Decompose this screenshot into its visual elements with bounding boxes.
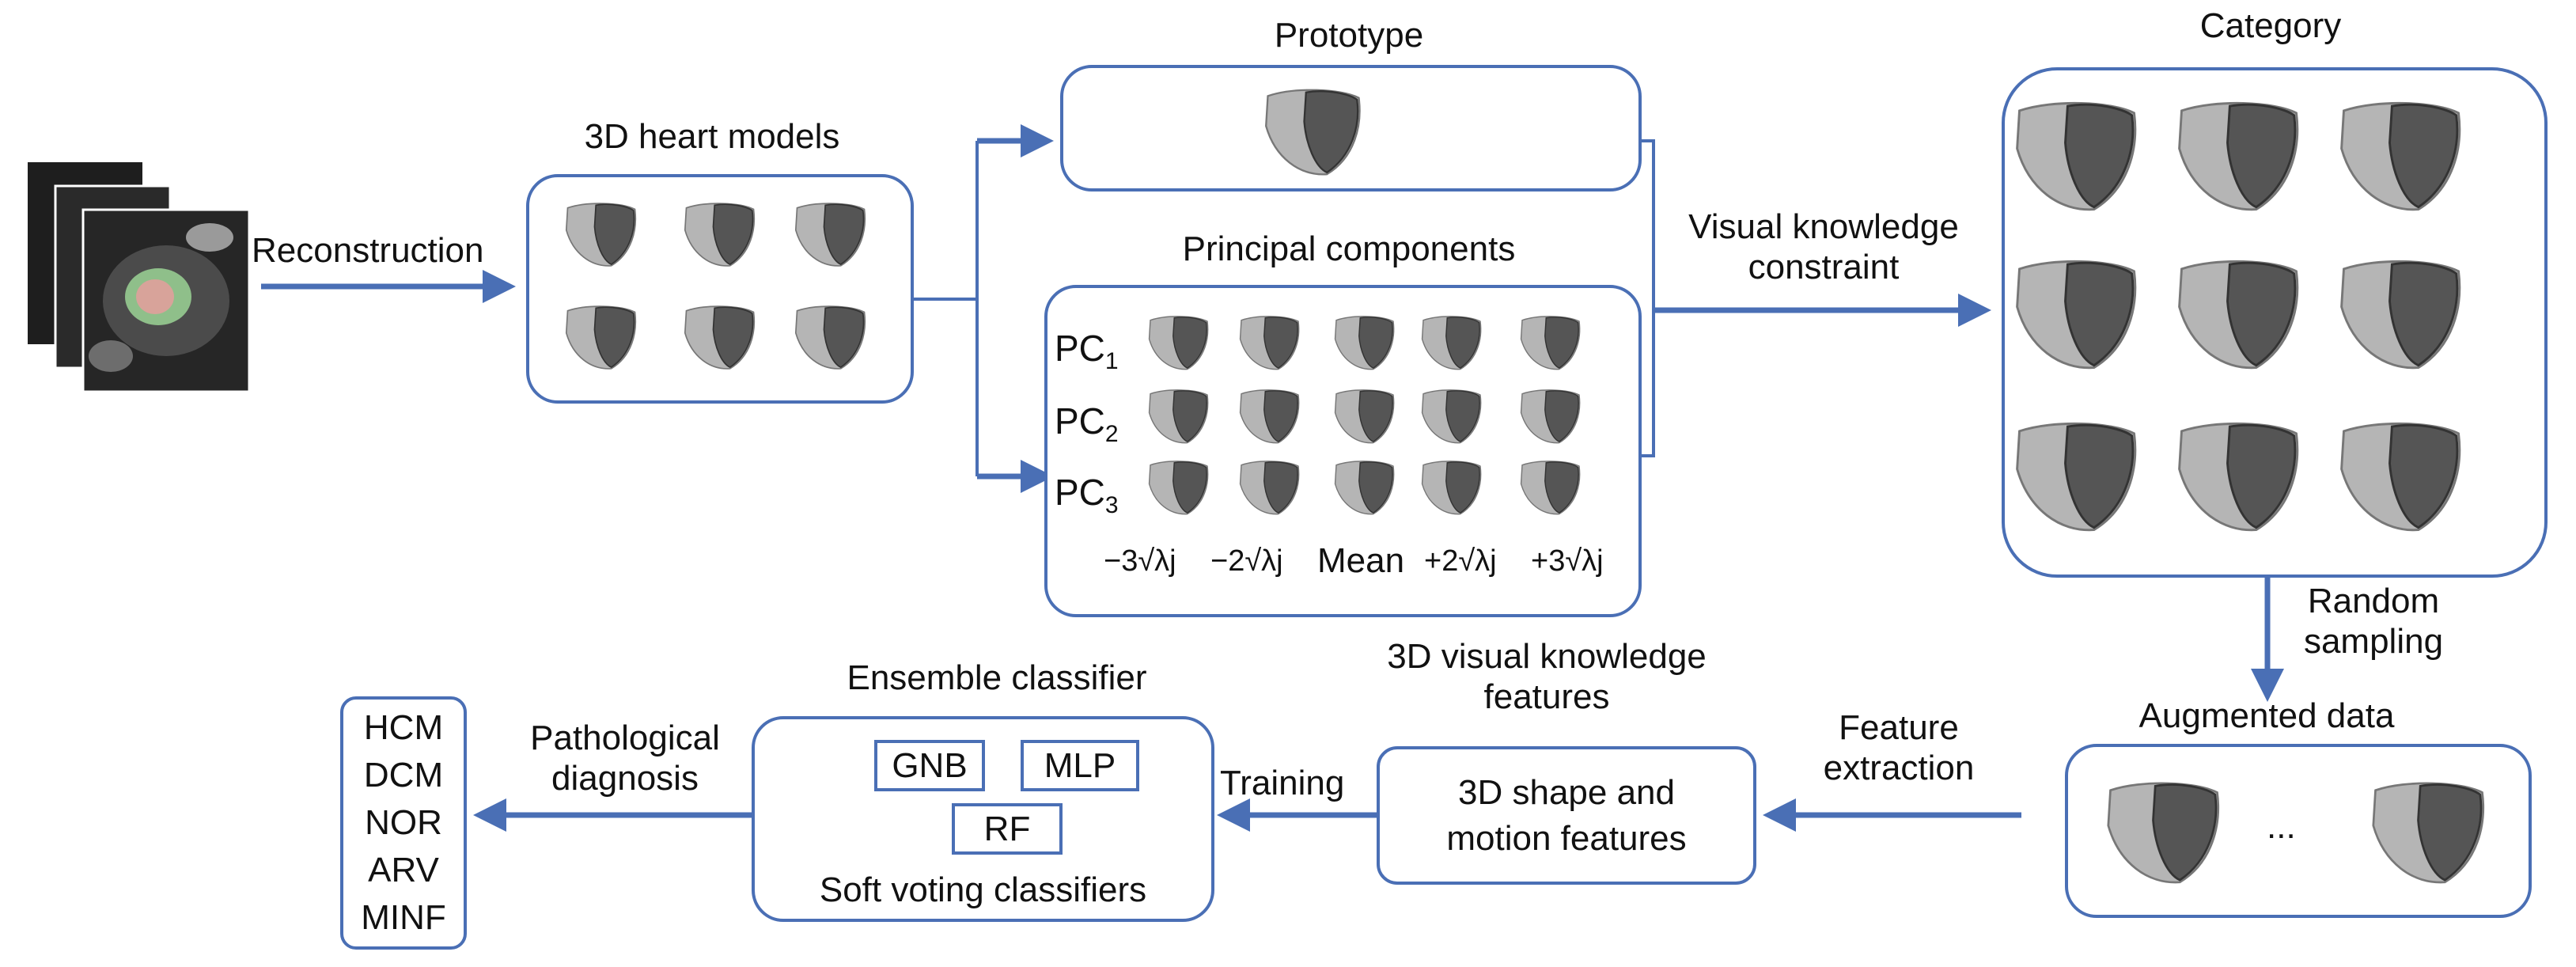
heart-model-3-icon	[794, 203, 866, 267]
label-category: Category	[2199, 6, 2342, 45]
diagnosis-list: HCM DCM NOR ARV MINF	[340, 704, 467, 942]
augmented-heart-1-icon	[2107, 782, 2220, 884]
label-principal-components: Principal components	[1182, 229, 1516, 268]
heart-model-2-icon	[684, 203, 756, 267]
pc2-heart-4-icon	[1421, 389, 1482, 444]
shape-motion-line-2: motion features	[1446, 818, 1687, 858]
category-heart-7-icon	[2016, 422, 2137, 532]
prototype-heart-icon	[1265, 89, 1361, 176]
pc3-heart-4-icon	[1421, 461, 1482, 515]
augmented-ellipsis: ...	[2267, 807, 2296, 846]
pc1-heart-2-icon	[1239, 316, 1300, 370]
category-heart-8-icon	[2178, 422, 2299, 532]
category-heart-1-icon	[2016, 101, 2137, 211]
category-heart-5-icon	[2178, 260, 2299, 370]
pc3-heart-2-icon	[1239, 461, 1300, 515]
pca-coef-minus2: −2√λj	[1210, 544, 1283, 578]
category-heart-9-icon	[2340, 422, 2461, 532]
diagnosis-minf: MINF	[361, 898, 446, 937]
pc-row-label-2: PC2	[1055, 400, 1119, 448]
label-heart-models: 3D heart models	[584, 117, 840, 156]
pc3-heart-5-icon	[1520, 461, 1581, 515]
label-pathological-diagnosis: Pathological diagnosis	[530, 719, 720, 798]
pc1-heart-3-icon	[1334, 316, 1395, 370]
pc2-heart-2-icon	[1239, 389, 1300, 444]
pca-coef-mean: Mean	[1317, 541, 1405, 580]
pc2-heart-5-icon	[1520, 389, 1581, 444]
label-reconstruction: Reconstruction	[252, 231, 484, 270]
pc2-heart-3-icon	[1334, 389, 1395, 444]
pc3-heart-3-icon	[1334, 461, 1395, 515]
classifier-rf: RF	[952, 803, 1063, 855]
pc1-heart-1-icon	[1148, 316, 1209, 370]
pc1-heart-5-icon	[1520, 316, 1581, 370]
shape-motion-features-box: 3D shape and motion features	[1377, 746, 1756, 885]
pca-coef-plus2: +2√λj	[1424, 544, 1497, 578]
category-heart-6-icon	[2340, 260, 2461, 370]
label-feature-extraction: Feature extraction	[1823, 708, 1975, 787]
diagnosis-arv: ARV	[368, 851, 439, 889]
label-prototype: Prototype	[1274, 16, 1424, 55]
pca-coef-minus3: −3√λj	[1104, 544, 1176, 578]
diagnosis-list-box	[340, 696, 467, 950]
heart-model-6-icon	[794, 305, 866, 370]
diagnosis-hcm: HCM	[363, 708, 444, 747]
classifier-gnb: GNB	[874, 740, 985, 791]
label-random-sampling: Random sampling	[2303, 582, 2444, 661]
pc-row-label-1: PC1	[1055, 328, 1119, 375]
classifier-mlp: MLP	[1021, 740, 1139, 791]
label-training: Training	[1220, 764, 1345, 802]
pc1-heart-4-icon	[1421, 316, 1482, 370]
label-visual-knowledge: Visual knowledge constraint	[1688, 207, 1959, 286]
diagnosis-nor: NOR	[365, 803, 442, 842]
heart-model-5-icon	[684, 305, 756, 370]
pc3-heart-1-icon	[1148, 461, 1209, 515]
category-heart-3-icon	[2340, 101, 2461, 211]
heart-model-1-icon	[565, 203, 637, 267]
label-ensemble-classifier: Ensemble classifier	[847, 658, 1147, 697]
connector-bracket	[1642, 139, 1655, 457]
augmented-heart-2-icon	[2372, 782, 2485, 884]
label-vk-features: 3D visual knowledge features	[1387, 637, 1707, 716]
heart-model-4-icon	[565, 305, 637, 370]
diagnosis-dcm: DCM	[363, 756, 444, 794]
pc2-heart-1-icon	[1148, 389, 1209, 444]
label-soft-voting: Soft voting classifiers	[819, 870, 1147, 909]
pca-coef-plus3: +3√λj	[1531, 544, 1604, 578]
category-heart-2-icon	[2178, 101, 2299, 211]
label-augmented-data: Augmented data	[2138, 696, 2395, 735]
category-heart-4-icon	[2016, 260, 2137, 370]
shape-motion-line-1: 3D shape and	[1458, 773, 1675, 813]
pc-row-label-3: PC3	[1055, 472, 1119, 519]
